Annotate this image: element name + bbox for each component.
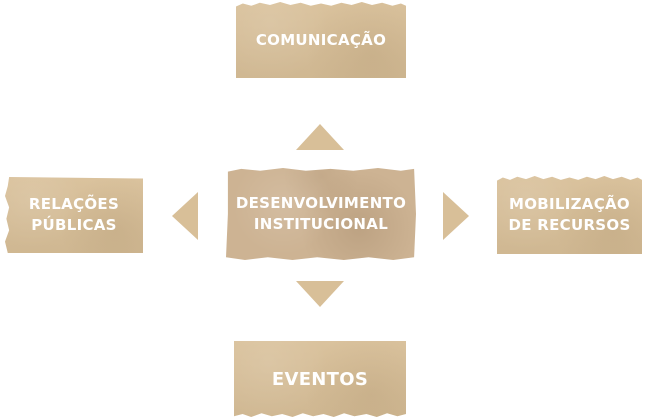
box-comunicacao-label: COMUNICAÇÃO [255,30,387,49]
box-desenvolvimento-line1: DESENVOLVIMENTO [235,194,407,212]
arrow-left-icon [172,192,198,240]
box-mobilizacao-recursos-label: MOBILIZAÇÃO DE RECURSOS [508,194,630,236]
box-eventos-label: EVENTOS [271,368,369,390]
arrow-right-icon [443,192,469,240]
box-mobilizacao-line1: MOBILIZAÇÃO [509,195,630,213]
box-desenvolvimento-line2: INSTITUCIONAL [253,215,389,233]
box-mobilizacao-recursos: MOBILIZAÇÃO DE RECURSOS [497,176,642,254]
arrow-down-icon [296,281,344,307]
box-relacoes-publicas: RELAÇÕES PÚBLICAS [5,177,143,253]
box-desenvolvimento-institucional: DESENVOLVIMENTO INSTITUCIONAL [226,168,416,260]
box-desenvolvimento-institucional-label: DESENVOLVIMENTO INSTITUCIONAL [236,193,406,235]
box-relacoes-publicas-line2: PÚBLICAS [31,216,117,234]
box-relacoes-publicas-label: RELAÇÕES PÚBLICAS [29,194,119,236]
box-relacoes-publicas-line1: RELAÇÕES [28,195,120,213]
box-mobilizacao-line2: DE RECURSOS [508,216,631,234]
box-eventos: EVENTOS [234,341,406,417]
arrow-up-icon [296,124,344,150]
box-comunicacao: COMUNICAÇÃO [236,2,406,78]
